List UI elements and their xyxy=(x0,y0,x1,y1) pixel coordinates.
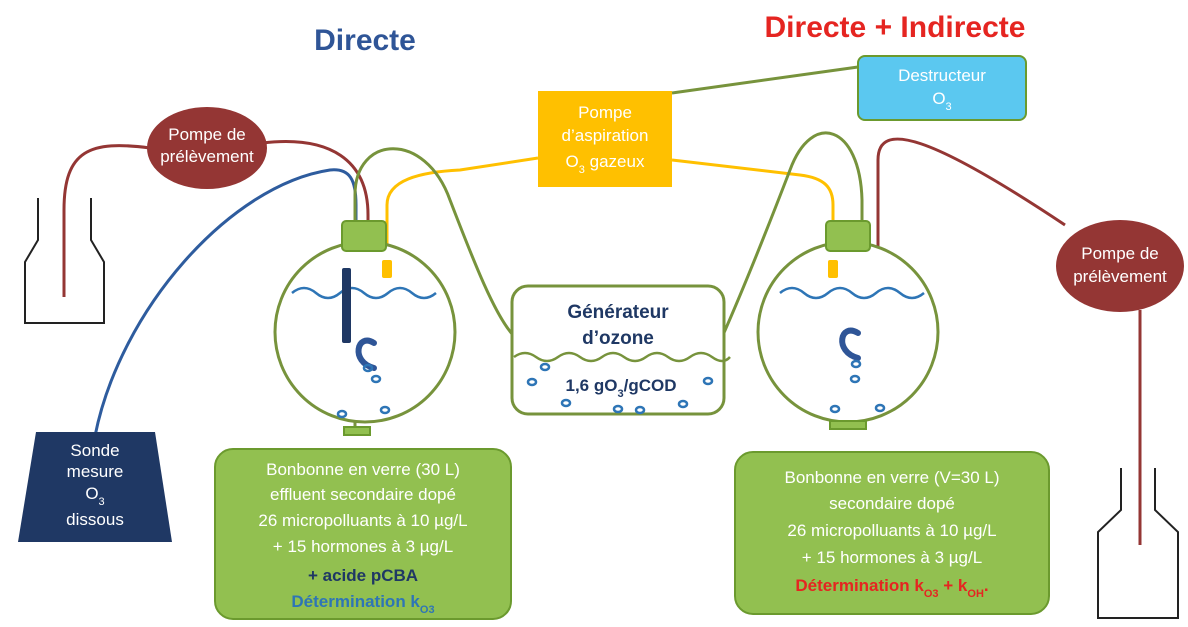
right-box-line3: 26 micropolluants à 10 µg/L xyxy=(787,521,996,540)
yellow-tube-left xyxy=(385,156,539,262)
left-box-line1: Bonbonne en verre (30 L) xyxy=(266,460,460,479)
left-box-line3: 26 micropolluants à 10 µg/L xyxy=(258,511,467,530)
right-box-line5: Détermination kO3 + kOH. xyxy=(795,576,988,600)
ozone-generator: Générateur d’ozone 1,6 gO3/gCOD xyxy=(510,284,731,416)
flask-left-cap xyxy=(341,220,387,252)
left-box-line5: + acide pCBA xyxy=(308,566,418,585)
yellow-tube-left-tip xyxy=(382,260,392,278)
bubble xyxy=(612,404,624,414)
stir-bar-right xyxy=(839,327,861,361)
flask-left-water-surface xyxy=(291,286,437,300)
generator-title-line1: Générateur xyxy=(567,302,669,323)
flask-left-diffuser xyxy=(343,426,371,436)
ozone-destructor: Destructeur O3 xyxy=(857,55,1027,121)
sampling-pump-left: Pompe de prélèvement xyxy=(147,107,267,189)
bubble xyxy=(677,399,689,409)
tube-right-flask-to-pump xyxy=(876,137,1066,300)
bubble xyxy=(874,403,886,413)
pump-left-line1: Pompe de xyxy=(168,125,246,144)
yellow-tube-right xyxy=(671,158,835,262)
sample-bottle-right xyxy=(1097,468,1179,619)
bubble xyxy=(829,404,841,414)
flask-right xyxy=(756,220,940,430)
left-box-line6: Détermination kO3 xyxy=(291,592,434,616)
bubble xyxy=(336,409,348,419)
sampling-pump-right: Pompe de prélèvement xyxy=(1056,220,1184,312)
bubble xyxy=(379,405,391,415)
aspiration-pump-box xyxy=(538,91,672,187)
title-directe-indirecte: Directe + Indirecte xyxy=(765,11,1026,44)
aspiration-pump: Pompe d’aspiration O3 gazeux xyxy=(538,91,672,187)
tube-left-pump-to-flask xyxy=(261,140,370,300)
pump-left-line2: prélèvement xyxy=(160,147,254,166)
probe-line2: mesure xyxy=(67,462,124,481)
ozone-generator-box xyxy=(510,284,726,416)
bubble xyxy=(560,398,572,408)
pump-right-body xyxy=(1056,220,1184,312)
pump-right-line1: Pompe de xyxy=(1081,244,1159,263)
right-box-line2: secondaire dopé xyxy=(829,494,955,513)
pump-left-body xyxy=(147,107,267,189)
aspiration-pump-line3: O3 gazeux xyxy=(566,152,645,176)
probe-line4: dissous xyxy=(66,510,124,529)
tube-pump-to-destructor xyxy=(671,65,859,95)
right-box-line1: Bonbonne en verre (V=30 L) xyxy=(784,468,999,487)
pump-right-line2: prélèvement xyxy=(1073,267,1167,286)
ozone-generator-water-line xyxy=(513,351,731,363)
bubble xyxy=(849,374,861,384)
probe-cable xyxy=(93,168,358,437)
bubble xyxy=(702,376,714,386)
bubble xyxy=(526,377,538,387)
generator-dose: 1,6 gO3/gCOD xyxy=(566,376,677,400)
bubble xyxy=(539,362,551,372)
probe-line1: Sonde xyxy=(70,441,119,460)
left-info-box: Bonbonne en verre (30 L) effluent second… xyxy=(214,448,512,620)
probe-body xyxy=(18,432,172,542)
left-info-box-bg xyxy=(214,448,512,620)
left-box-line2: effluent secondaire dopé xyxy=(270,485,456,504)
yellow-tube-right-tip xyxy=(828,260,838,278)
sample-bottle-left xyxy=(24,198,105,324)
dissolved-ozone-probe: Sonde mesure O3 dissous xyxy=(18,432,172,542)
right-info-box-bg xyxy=(734,451,1050,615)
bubble xyxy=(850,359,862,369)
bubble xyxy=(370,374,382,384)
probe-line3: O3 xyxy=(85,484,104,508)
generator-title-line2: d’ozone xyxy=(582,328,654,349)
bubble xyxy=(362,363,374,373)
flask-right-cap xyxy=(825,220,871,252)
title-directe: Directe xyxy=(314,24,416,57)
tube-left-bottle-to-pump xyxy=(62,144,151,297)
destructor-line1: Destructeur xyxy=(898,66,986,85)
left-box-line4: + 15 hormones à 3 µg/L xyxy=(273,537,453,556)
flask-left-body xyxy=(273,240,457,424)
probe-rod xyxy=(342,268,351,343)
destructor-box xyxy=(857,55,1027,121)
right-box-line4: + 15 hormones à 3 µg/L xyxy=(802,548,982,567)
right-info-box: Bonbonne en verre (V=30 L) secondaire do… xyxy=(734,451,1050,615)
ozone-arch-left xyxy=(353,147,515,430)
flask-right-diffuser xyxy=(829,420,867,430)
bubble xyxy=(634,405,646,415)
flask-right-water-surface xyxy=(779,286,925,300)
flask-left xyxy=(273,220,457,436)
destructor-line2: O3 xyxy=(932,89,951,113)
aspiration-pump-line1: Pompe xyxy=(578,103,632,122)
aspiration-pump-line2: d’aspiration xyxy=(562,126,649,145)
ozone-arch-right xyxy=(721,131,864,430)
